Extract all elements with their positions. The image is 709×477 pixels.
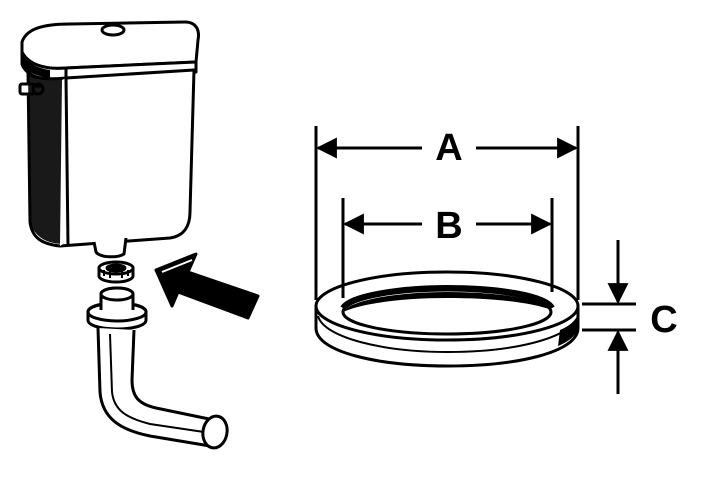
dimension-lines [314, 126, 636, 394]
label-b: B [435, 205, 462, 247]
cistern-illustration [18, 20, 200, 259]
insert-arrow-icon [154, 252, 260, 320]
seal-inner-shadow [343, 292, 552, 312]
washer-illustration [97, 260, 135, 284]
pipe-illustration [86, 286, 229, 450]
label-c: C [650, 299, 677, 341]
seal-ring-illustration [314, 270, 580, 368]
seal-side-shadow [558, 314, 578, 346]
label-a: A [435, 127, 462, 169]
